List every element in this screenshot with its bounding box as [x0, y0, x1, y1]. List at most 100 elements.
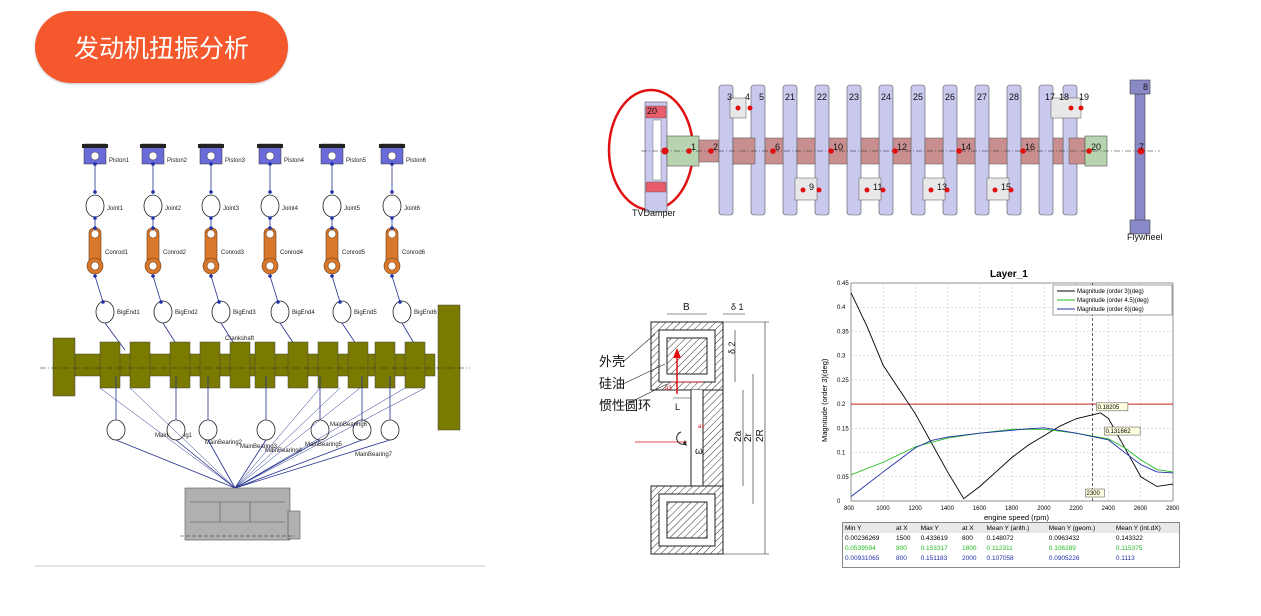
joint-label-1: Joint1: [107, 206, 124, 212]
stats-cell-0-5: 0.0963432: [1048, 534, 1080, 542]
stats-cell-0-3: 800: [961, 534, 973, 542]
crank-mid-label-2: 2: [713, 142, 718, 152]
stats-cell-2-1: 800: [896, 554, 907, 562]
crank-web-6: [254, 341, 276, 389]
crank-mid-label-3: 6: [775, 142, 780, 152]
stats-cell-2-4: 0.107058: [986, 554, 1014, 562]
stats-header-0: Min Y: [843, 523, 895, 533]
crank-top-label-12: 17: [1045, 92, 1055, 102]
mainbearing-label-2: MainBearing2: [205, 440, 243, 446]
stats-cell-0-0: 0.00236269: [845, 534, 880, 542]
crank-top-label-1: 3: [727, 92, 732, 102]
x-tick-10: 2800: [1166, 506, 1180, 512]
stats-header-2: Max Y: [918, 523, 960, 533]
stats-cell-2-0: 0.00931065: [845, 554, 880, 562]
conrod-label-5: Conrod5: [342, 250, 366, 256]
joint-1: [85, 194, 105, 218]
mainbearing-2: [166, 419, 186, 441]
mainbearing-label-5: MainBearing5: [305, 442, 343, 448]
crank-bottom-label-4: 15: [1001, 182, 1011, 192]
stats-header-3: at X: [959, 523, 985, 533]
stats-cell-0-2: 0.433619: [920, 534, 948, 542]
joint-3: [201, 194, 221, 218]
joint-label-4: Joint4: [282, 206, 299, 212]
conrod-label-2: Conrod2: [163, 250, 187, 256]
tvdamper-label: TVDamper: [632, 208, 676, 218]
chart-title: Layer_1: [990, 269, 1028, 280]
x-tick-2: 1200: [908, 506, 922, 512]
stats-cell-1-6: 0.115375: [1115, 544, 1143, 552]
flywheel-label: Flywheel: [1127, 232, 1163, 242]
y-tick-8: 0.4: [837, 305, 846, 311]
bigend-label-6: BigEnd6: [414, 310, 437, 316]
crank-web-11: [404, 341, 426, 389]
crank-bottom-label-3: 13: [937, 182, 947, 192]
crank-top-label-14: 19: [1079, 92, 1089, 102]
mainbearing-label-6: MainBearing6: [330, 422, 368, 428]
label-a3: a3: [665, 386, 672, 392]
piston-label-1: Piston1: [109, 158, 130, 164]
x-tick-0: 800: [844, 506, 855, 512]
x-tick-3: 1400: [941, 506, 955, 512]
x-tick-7: 2200: [1069, 506, 1083, 512]
label-delta2: δ 2: [727, 341, 737, 354]
joint-label-3: Joint3: [223, 206, 240, 212]
crank-mid-label-5: 12: [897, 142, 907, 152]
stats-cell-2-5: 0.0905226: [1048, 554, 1080, 562]
stats-cell-2-6: 0.1113: [1115, 554, 1135, 562]
label-omega: ω: [695, 446, 703, 457]
joint-label-5: Joint5: [344, 206, 361, 212]
crankshaft-front-block: [52, 337, 76, 397]
engine-block-side: [287, 510, 301, 540]
piston-top-1: [82, 144, 108, 148]
engine-multibody-diagram: Piston1Joint1Conrod1BigEnd1Piston2Joint2…: [35, 143, 485, 567]
stats-cell-0-6: 0.143322: [1115, 534, 1143, 542]
joint-label-2: Joint2: [165, 206, 182, 212]
label-2R: 2R: [755, 429, 766, 442]
crank-mid-label-7: 16: [1025, 142, 1035, 152]
piston-label-6: Piston6: [406, 158, 427, 164]
crank-mid-label-1: 1: [691, 142, 696, 152]
joint-2: [143, 194, 163, 218]
piston-top-2: [140, 144, 166, 148]
crank-mid-label-9: 7: [1139, 142, 1144, 152]
bigend-label-4: BigEnd4: [292, 310, 315, 316]
x-tick-9: 2600: [1134, 506, 1148, 512]
crank-top-label-2: 4: [745, 92, 750, 102]
x-tick-8: 2400: [1102, 506, 1116, 512]
piston-top-5: [319, 144, 345, 148]
piston-label-3: Piston3: [225, 158, 246, 164]
crank-top-label-6: 23: [849, 92, 859, 102]
crankshaft-label: Crankshaft: [225, 336, 254, 342]
y-tick-3: 0.15: [837, 426, 849, 432]
crank-web-7: [287, 341, 309, 389]
bigend-label-3: BigEnd3: [233, 310, 256, 316]
annotation-1: 0.18205: [1098, 405, 1120, 411]
mainbearing-3: [198, 419, 218, 441]
crank-bottom-label-1: 9: [809, 182, 814, 192]
piston-label-2: Piston2: [167, 158, 188, 164]
label-B: B: [683, 302, 690, 313]
x-tick-1: 1000: [876, 506, 890, 512]
y-tick-6: 0.3: [837, 354, 846, 360]
piston-label-5: Piston5: [346, 158, 367, 164]
legend-entry-3: Magnitude (order 6)(deg): [1077, 307, 1144, 313]
annotation-2: 0.131662: [1106, 429, 1132, 435]
engine-block: [184, 487, 291, 541]
bigend-3: [211, 300, 231, 324]
crank-mid-label-4: 10: [833, 142, 843, 152]
stats-cell-0-4: 0.148072: [986, 534, 1014, 542]
crank-web-8: [317, 341, 339, 389]
joint-label-6: Joint6: [404, 206, 421, 212]
crank-web-9: [347, 341, 369, 389]
crank-top-label-3: 5: [759, 92, 764, 102]
x-tick-4: 1600: [973, 506, 987, 512]
piston-top-4: [257, 144, 283, 148]
label-L: L: [675, 402, 680, 412]
label-2r: 2r: [743, 432, 754, 442]
damper-node-label: 20: [647, 106, 657, 116]
crank-top-label-10: 27: [977, 92, 987, 102]
